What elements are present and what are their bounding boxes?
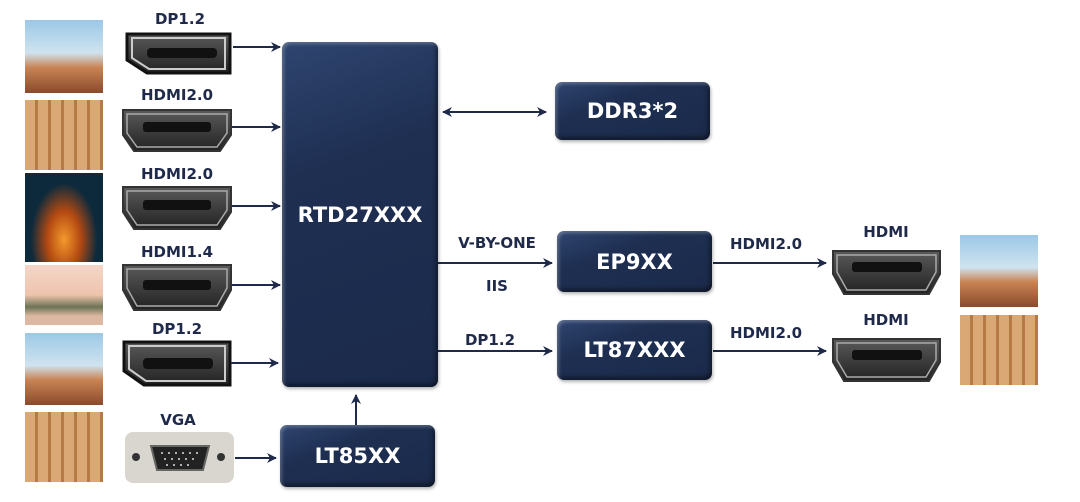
- source-image-mosque: [25, 333, 103, 405]
- chip-label: DDR3*2: [586, 99, 679, 123]
- link-label-hdmi-out1: HDMI2.0: [729, 235, 803, 253]
- dp-port-icon: [122, 340, 232, 387]
- vga-port-icon: [125, 432, 234, 483]
- chip-ddr3: DDR3*2: [555, 82, 710, 140]
- chip-label: LT85XX: [314, 444, 401, 468]
- hdmi-port-icon: [832, 338, 941, 382]
- link-label-dp: DP1.2: [464, 331, 516, 349]
- output-label: HDMI: [863, 223, 909, 241]
- hdmi-port-icon: [832, 250, 941, 295]
- input-label: HDMI1.4: [140, 243, 214, 261]
- output-label: HDMI: [863, 311, 909, 329]
- link-label-iis: IIS: [486, 277, 508, 295]
- dp-port-icon: [125, 32, 232, 75]
- link-label-hdmi-out2: HDMI2.0: [729, 324, 803, 342]
- source-image-palace: [25, 412, 103, 482]
- chip-label: EP9XX: [596, 249, 673, 274]
- input-label: DP1.2: [151, 320, 203, 338]
- chip-lt87xxx: LT87XXX: [557, 320, 712, 380]
- hdmi-port-icon: [122, 109, 232, 152]
- chip-lt85xx: LT85XX: [280, 425, 435, 487]
- hdmi-port-icon: [122, 186, 232, 230]
- chip-rtd27xxx: RTD27XXX: [282, 42, 438, 387]
- chip-ep9xx: EP9XX: [557, 231, 712, 292]
- chip-label: LT87XXX: [583, 338, 686, 362]
- chip-label: RTD27XXX: [297, 202, 423, 227]
- source-image-pagoda: [25, 173, 103, 262]
- hdmi-port-icon: [122, 264, 232, 311]
- input-label: VGA: [160, 411, 196, 429]
- source-image-palace: [25, 100, 103, 170]
- output-image-palace: [960, 315, 1038, 385]
- input-label: HDMI2.0: [140, 165, 214, 183]
- source-image-sunset: [25, 265, 103, 325]
- source-image-mosque: [25, 20, 103, 93]
- link-label-vbyone: V-BY-ONE: [458, 234, 536, 252]
- output-image-mosque: [960, 235, 1038, 307]
- input-label: HDMI2.0: [140, 86, 214, 104]
- input-label: DP1.2: [154, 10, 206, 28]
